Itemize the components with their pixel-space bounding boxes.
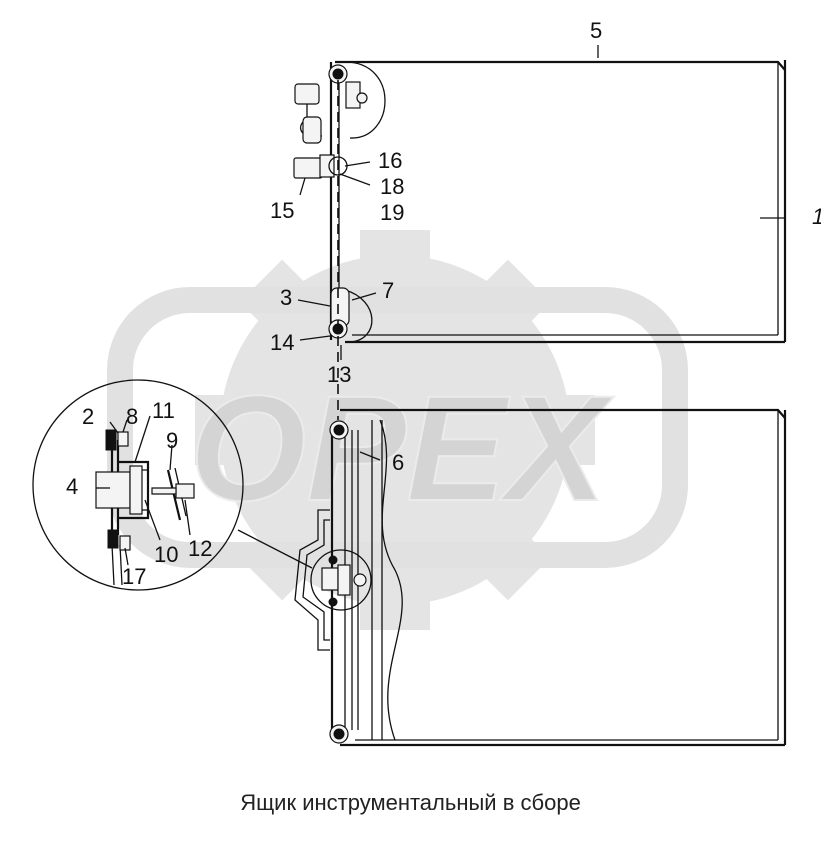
callout-13: 13 bbox=[327, 362, 351, 387]
drawing-caption: Ящик инструментальный в сборе bbox=[240, 790, 581, 815]
callout-19: 19 bbox=[380, 200, 404, 225]
callout-6: 6 bbox=[392, 450, 404, 475]
callout-10: 10 bbox=[154, 542, 178, 567]
callout-5: 5 bbox=[590, 18, 602, 43]
callout-11: 11 bbox=[152, 398, 175, 423]
leader-lines bbox=[96, 45, 786, 566]
callout-2: 2 bbox=[82, 404, 94, 429]
callout-1: 1 bbox=[812, 204, 821, 229]
callout-3: 3 bbox=[280, 285, 292, 310]
callouts: 5 1 16 18 19 15 3 7 14 13 6 2 8 11 9 4 1… bbox=[66, 18, 821, 589]
callout-14: 14 bbox=[270, 330, 294, 355]
watermark-text: OPEX bbox=[190, 364, 615, 532]
callout-15: 15 bbox=[270, 198, 294, 223]
callout-18: 18 bbox=[380, 174, 404, 199]
detail-view bbox=[32, 379, 313, 591]
callout-12: 12 bbox=[188, 536, 212, 561]
watermark-frame bbox=[107, 287, 688, 568]
callout-16: 16 bbox=[378, 148, 402, 173]
callout-9: 9 bbox=[166, 428, 178, 453]
callout-17: 17 bbox=[122, 564, 146, 589]
callout-8: 8 bbox=[126, 404, 138, 429]
callout-7: 7 bbox=[382, 278, 394, 303]
watermark: OPEX bbox=[107, 230, 688, 630]
callout-4: 4 bbox=[66, 474, 78, 499]
upper-box bbox=[293, 60, 787, 420]
lower-box bbox=[294, 408, 787, 747]
